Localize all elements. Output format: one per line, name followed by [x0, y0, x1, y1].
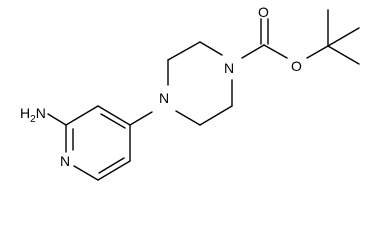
bond-c5-c6: [97, 160, 131, 181]
bond-c2-nh2: [47, 113, 67, 126]
ester-oxygen-label: O: [291, 58, 302, 74]
bond-ester-o-tbu: [306, 45, 329, 59]
boc-group: [241, 9, 360, 65]
bond-c5-c6-inner: [98, 157, 125, 174]
bond-pip-c6-n1: [175, 110, 201, 126]
piperazine-nitrogen-left-label: N: [159, 90, 169, 106]
molecule-canvas: H2N N N N O O: [20, 4, 360, 181]
bond-c3-c4-inner: [100, 113, 126, 129]
piperazine-nitrogen-right-label: N: [224, 60, 234, 76]
bond-pip-c2-c3: [167, 41, 201, 61]
pyridine-nitrogen-label: N: [60, 153, 70, 169]
amine-label: H2N: [20, 105, 46, 125]
carbonyl-oxygen-label: O: [258, 4, 269, 20]
bond-c2-c3: [65, 105, 99, 126]
structure-diagram: H2N N N N O O: [20, 4, 360, 181]
bond-c4-piperazine-n: [129, 111, 153, 126]
bond-tbu-methyl-right: [327, 27, 360, 47]
bond-c3-c4: [97, 105, 131, 126]
bond-carbonyl-ester-o: [263, 44, 288, 59]
bond-c6-n1: [73, 165, 99, 181]
bond-pip-c3-n4: [199, 41, 223, 56]
piperazine-ring: [167, 41, 233, 126]
bond-pip-c5-c6: [199, 105, 233, 126]
pyridine-ring: [47, 105, 131, 181]
bond-n-carbonyl: [241, 44, 265, 59]
bond-tbu-methyl-bottom: [327, 45, 360, 65]
